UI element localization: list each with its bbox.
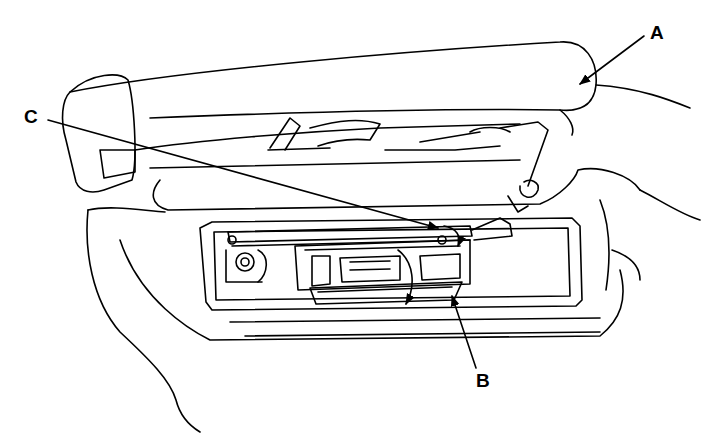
callout-letter: C	[22, 106, 40, 127]
callout-letter: B	[474, 370, 492, 391]
leader-line	[48, 120, 438, 228]
leader-line	[580, 36, 644, 84]
leader-line	[452, 296, 476, 368]
callout-letter: A	[648, 22, 666, 43]
